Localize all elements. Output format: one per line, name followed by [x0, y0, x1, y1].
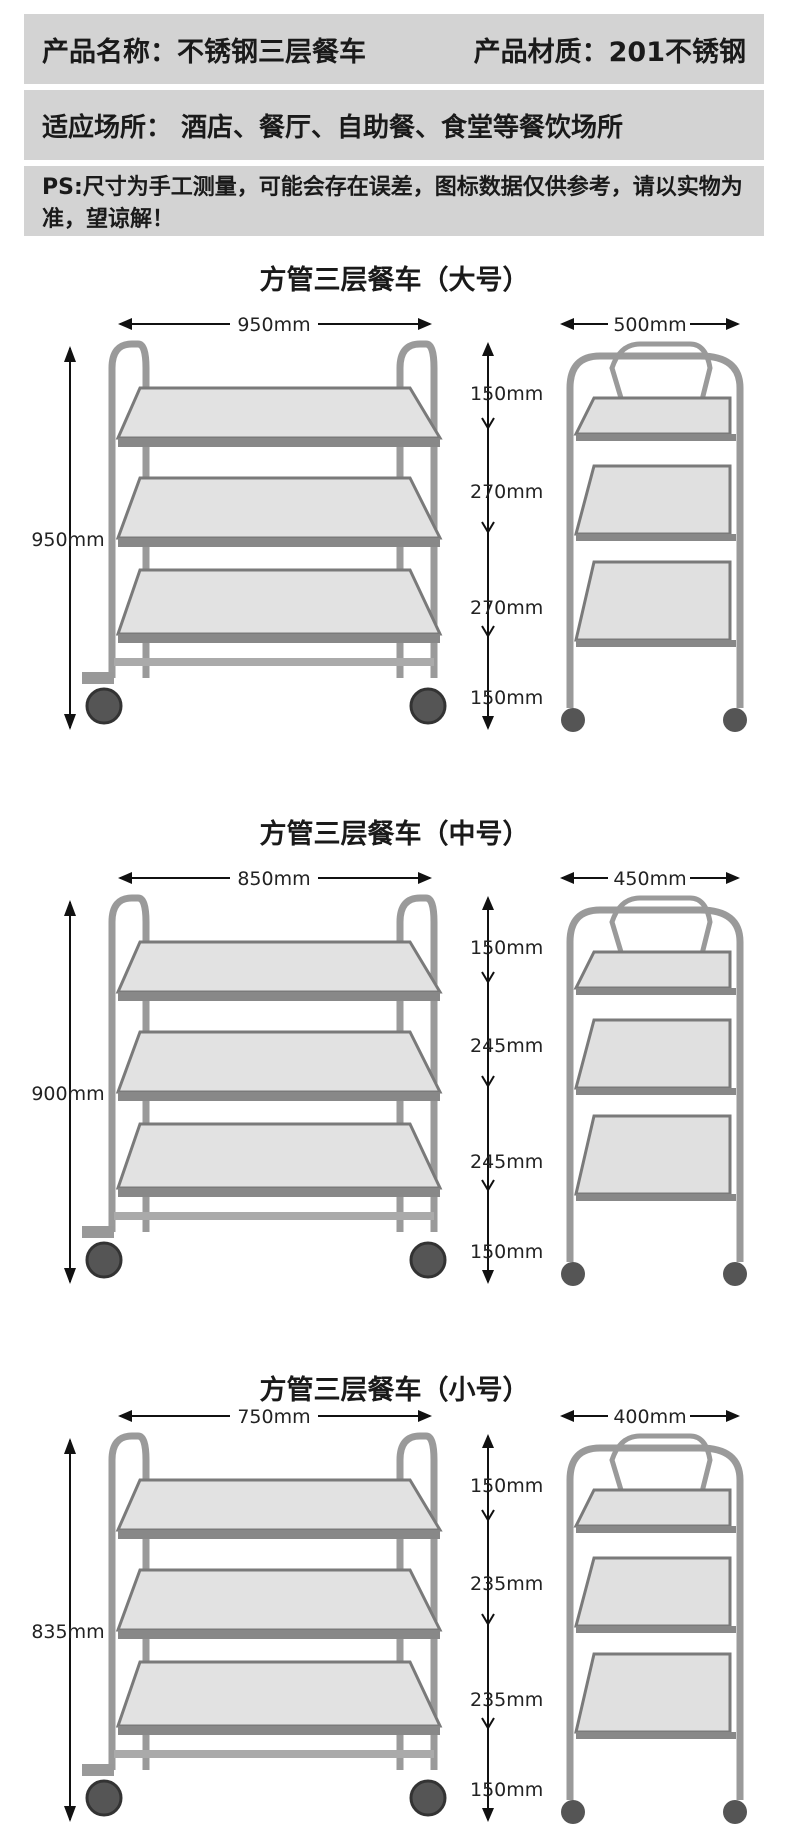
- gap-label-1: 150mm: [470, 1475, 543, 1497]
- gap-label-4: 150mm: [470, 687, 543, 709]
- venue-text: 适应场所： 酒店、餐厅、自助餐、食堂等餐饮场所: [42, 112, 624, 143]
- width-label: 750mm: [237, 1406, 310, 1428]
- depth-label: 500mm: [613, 314, 686, 336]
- gap-label-1: 150mm: [470, 383, 543, 405]
- height-label: 950mm: [31, 529, 104, 551]
- gap-dimensions: 150mm 245mm 245mm 150mm: [470, 896, 543, 1284]
- product-material: 产品材质：201不锈钢: [473, 36, 746, 68]
- cart-diagram-small: 750mm 835mm 150mm 235mm 235mm 150mm: [31, 1406, 747, 1824]
- side-view: 500mm: [560, 314, 747, 732]
- gap-label-2: 270mm: [470, 481, 543, 503]
- front-view: 950mm 950mm: [31, 314, 447, 730]
- gap-label-3: 235mm: [470, 1689, 543, 1711]
- product-name: 产品名称：不锈钢三层餐车: [42, 36, 366, 68]
- gap-label-2: 235mm: [470, 1573, 543, 1595]
- header-band-product: 产品名称：不锈钢三层餐车 产品材质：201不锈钢: [24, 14, 764, 84]
- gap-label-4: 150mm: [470, 1779, 543, 1801]
- depth-label: 450mm: [613, 868, 686, 890]
- width-label: 850mm: [237, 868, 310, 890]
- front-view: 850mm 900mm: [31, 868, 447, 1284]
- width-label: 950mm: [237, 314, 310, 336]
- gap-label-2: 245mm: [470, 1035, 543, 1057]
- cart-diagram-medium: 850mm 900mm 150mm 245mm 245mm 150mm: [31, 868, 747, 1286]
- note-text: PS:尺寸为手工测量，可能会存在误差，图标数据仅供参考，请以实物为准，望谅解！: [42, 175, 743, 232]
- gap-label-3: 245mm: [470, 1151, 543, 1173]
- gap-dimensions: 150mm 270mm 270mm 150mm: [470, 342, 543, 730]
- cart-diagram-large: 950mm 950mm 150mm 270mm 270mm: [31, 314, 747, 732]
- gap-label-4: 150mm: [470, 1241, 543, 1263]
- header-band-venue: 适应场所： 酒店、餐厅、自助餐、食堂等餐饮场所: [24, 90, 764, 160]
- gap-label-3: 270mm: [470, 597, 543, 619]
- header-band-note: PS:尺寸为手工测量，可能会存在误差，图标数据仅供参考，请以实物为准，望谅解！: [24, 166, 764, 236]
- section-title-small: 方管三层餐车（小号）: [259, 1375, 530, 1406]
- front-view: 750mm 835mm: [31, 1406, 447, 1822]
- gap-dimensions: 150mm 235mm 235mm 150mm: [470, 1434, 543, 1822]
- side-view: 400mm: [560, 1406, 747, 1824]
- section-title-large: 方管三层餐车（大号）: [259, 265, 530, 296]
- section-title-medium: 方管三层餐车（中号）: [259, 819, 530, 850]
- side-view: 450mm: [560, 868, 747, 1286]
- gap-label-1: 150mm: [470, 937, 543, 959]
- height-label: 900mm: [31, 1083, 104, 1105]
- depth-label: 400mm: [613, 1406, 686, 1428]
- height-label: 835mm: [31, 1621, 104, 1643]
